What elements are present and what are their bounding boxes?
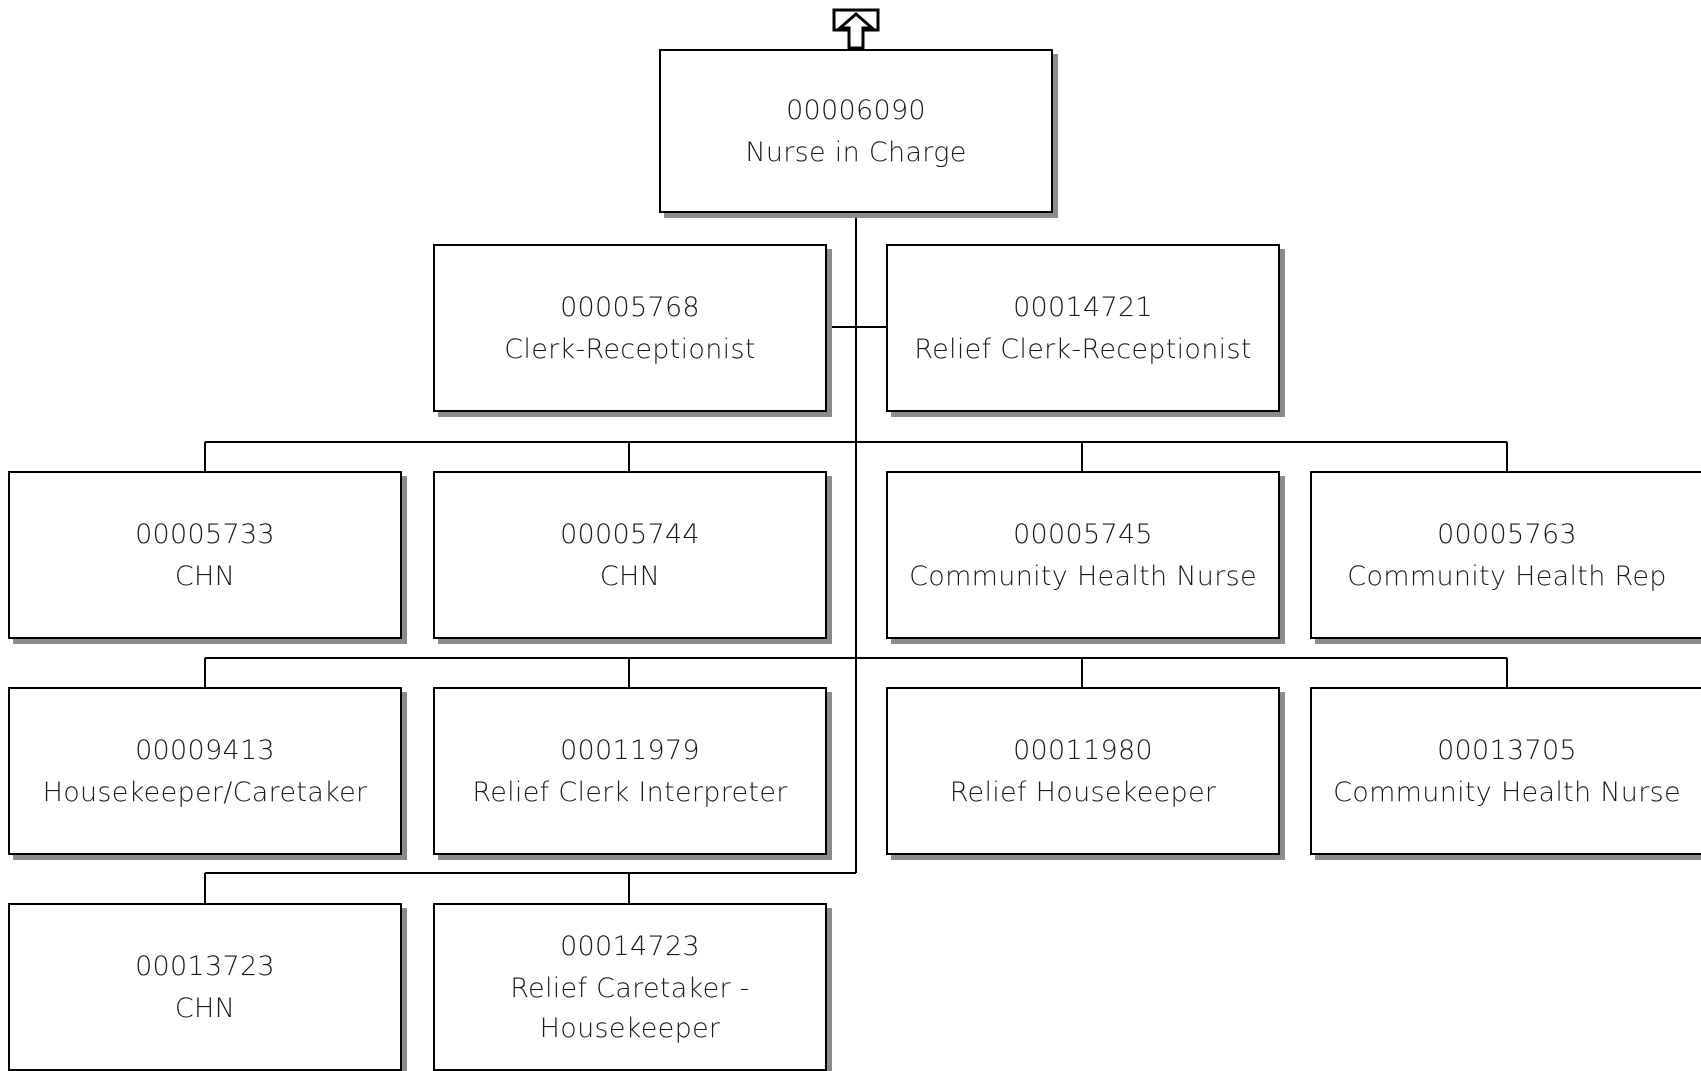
position-number: 00014721	[1013, 292, 1153, 323]
position-title: Housekeeper/Caretaker	[42, 777, 368, 808]
position-number: 00014723	[560, 931, 700, 962]
position-box[interactable]: 00011979 Relief Clerk Interpreter	[433, 687, 827, 855]
position-number: 00009413	[135, 735, 275, 766]
position-box[interactable]: 00009413 Housekeeper/Caretaker	[8, 687, 402, 855]
position-box[interactable]: 00005744 CHN	[433, 471, 827, 639]
position-number: 00005768	[560, 292, 700, 323]
position-number: 00013723	[135, 951, 275, 982]
position-title: CHN	[174, 993, 236, 1024]
position-title: CHN	[599, 561, 661, 592]
position-box-root[interactable]: 00006090 Nurse in Charge	[659, 49, 1053, 213]
position-number: 00005733	[135, 519, 275, 550]
position-number: 00011980	[1013, 735, 1153, 766]
position-number: 00005745	[1013, 519, 1153, 550]
position-box[interactable]: 00005745 Community Health Nurse	[886, 471, 1280, 639]
position-number: 00005763	[1437, 519, 1577, 550]
position-number: 00006090	[786, 95, 926, 126]
position-number: 00011979	[560, 735, 700, 766]
position-title: Community Health Nurse	[1333, 777, 1681, 808]
position-box[interactable]: 00013723 CHN	[8, 903, 402, 1071]
position-title: Clerk-Receptionist	[504, 334, 756, 365]
position-box[interactable]: 00014723 Relief Caretaker - Housekeeper	[433, 903, 827, 1071]
position-title: Nurse in Charge	[745, 137, 967, 168]
position-box-assistant-left[interactable]: 00005768 Clerk-Receptionist	[433, 244, 827, 412]
position-title: Community Health Nurse	[909, 561, 1257, 592]
position-number: 00005744	[560, 519, 700, 550]
position-title-line2: Housekeeper	[539, 1013, 721, 1044]
position-box[interactable]: 00011980 Relief Housekeeper	[886, 687, 1280, 855]
position-box[interactable]: 00005733 CHN	[8, 471, 402, 639]
position-title: Relief Housekeeper	[949, 777, 1217, 808]
position-number: 00013705	[1437, 735, 1577, 766]
position-title: CHN	[174, 561, 236, 592]
position-box[interactable]: 00013705 Community Health Nurse	[1310, 687, 1701, 855]
position-title: Community Health Rep	[1347, 561, 1667, 592]
position-box[interactable]: 00005763 Community Health Rep	[1310, 471, 1701, 639]
position-title: Relief Clerk-Receptionist	[914, 334, 1252, 365]
up-arrow-icon[interactable]	[832, 8, 880, 50]
position-box-assistant-right[interactable]: 00014721 Relief Clerk-Receptionist	[886, 244, 1280, 412]
position-title: Relief Clerk Interpreter	[472, 777, 788, 808]
position-title: Relief Caretaker -	[510, 973, 750, 1004]
